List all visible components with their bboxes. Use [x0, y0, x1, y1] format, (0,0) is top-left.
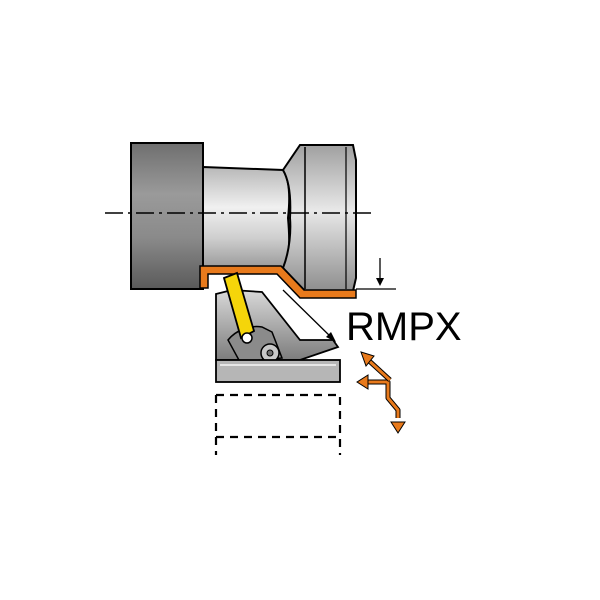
coupling-neck: [202, 165, 291, 269]
extension-outline: [214, 393, 342, 455]
insert-pin: [241, 332, 253, 344]
feed-direction-arrows-icon: [356, 351, 406, 434]
shank-body: [130, 142, 204, 290]
clamp-contour: [199, 265, 357, 299]
clamp-screw-center: [266, 349, 274, 357]
dimension-line: [282, 289, 335, 341]
product-code-label: RMPX: [346, 305, 462, 349]
dimension-arrow-icon: [326, 332, 336, 342]
dimension-tick-arrow-icon: [376, 278, 384, 286]
coupling-flange: [281, 144, 357, 292]
cutting-insert: [222, 271, 256, 340]
holder-base: [215, 359, 341, 383]
